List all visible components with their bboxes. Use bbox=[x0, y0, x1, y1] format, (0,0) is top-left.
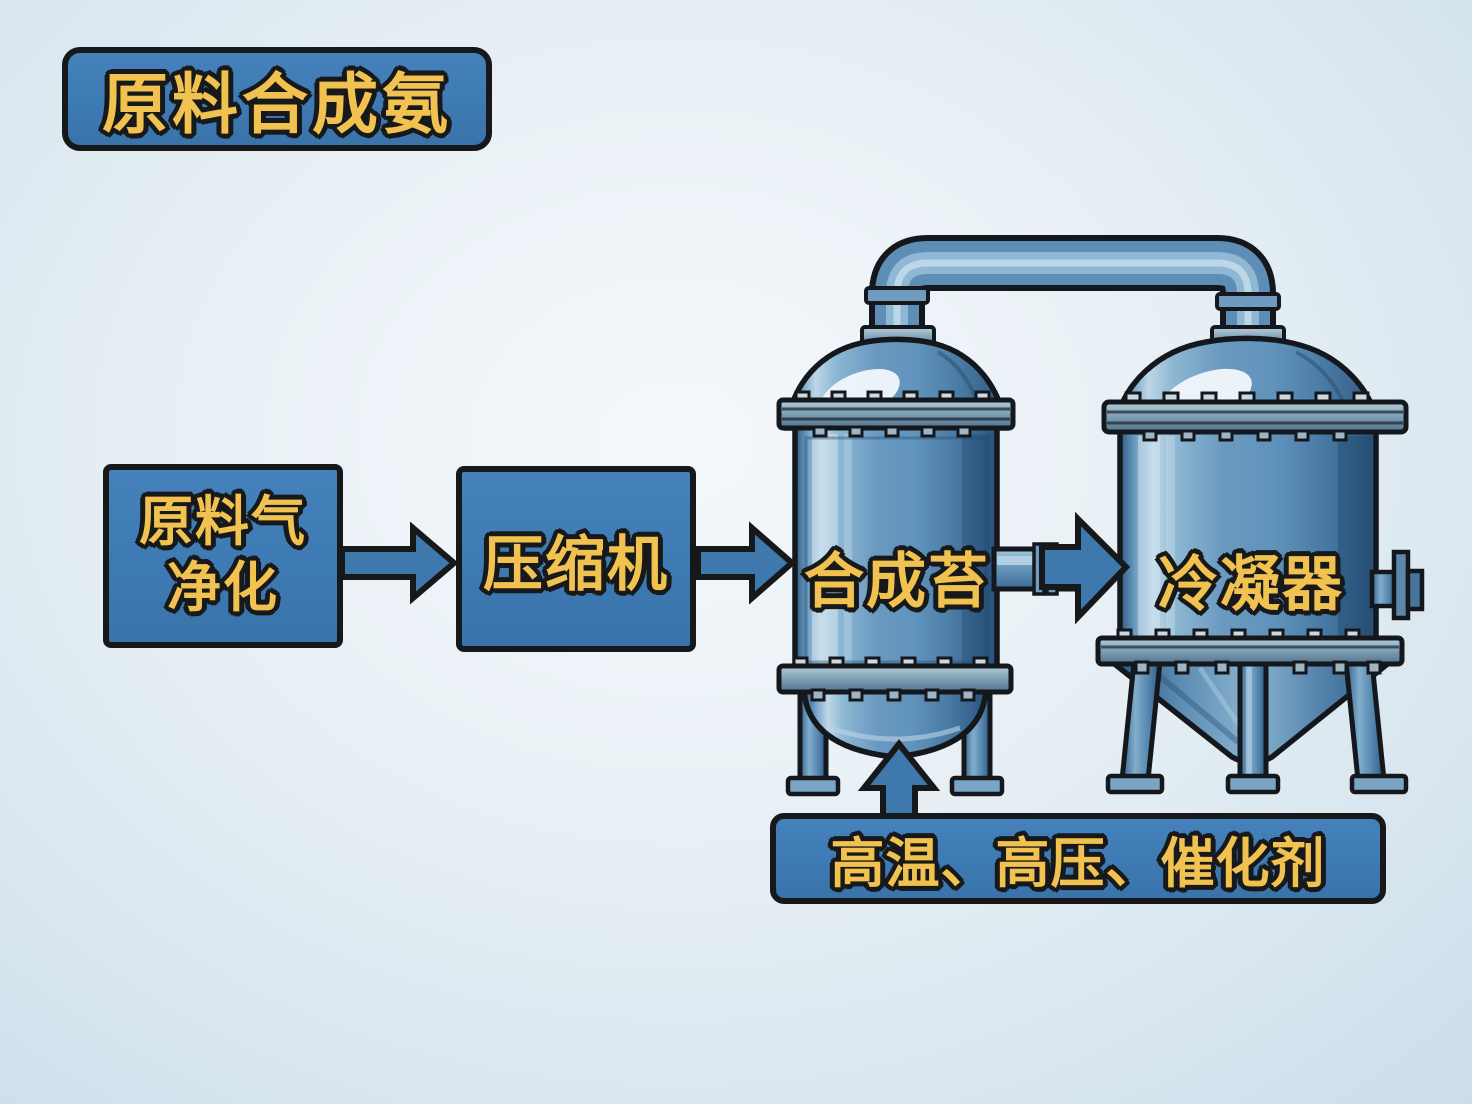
step-label: 原料气 净化 bbox=[139, 492, 307, 618]
side-nozzle bbox=[1369, 549, 1425, 621]
bottom-flange bbox=[776, 656, 1014, 702]
flow-arrow-1 bbox=[339, 521, 459, 605]
condenser-label: 冷凝器 bbox=[1158, 551, 1344, 618]
step-label: 压缩机 bbox=[483, 530, 669, 598]
condenser-top-flange bbox=[1101, 391, 1409, 442]
condenser-tank bbox=[1095, 335, 1425, 795]
top-flange bbox=[776, 390, 1016, 438]
synthesis-tower-label: 合成苔 bbox=[804, 548, 990, 615]
synthesis-tower-tank bbox=[776, 336, 1016, 797]
step-box-compressor: 压缩机 bbox=[456, 466, 696, 652]
step-box-gas-purification: 原料气 净化 bbox=[103, 464, 343, 648]
condition-box: 高温、高压、催化剂 bbox=[770, 813, 1386, 904]
page-title: 原料合成氨 bbox=[102, 67, 452, 141]
flow-arrow-3 bbox=[1039, 511, 1131, 625]
condition-label: 高温、高压、催化剂 bbox=[830, 834, 1326, 894]
bottom-outlet-pipe bbox=[1225, 659, 1281, 795]
flow-arrow-2 bbox=[695, 521, 797, 605]
title-badge: 原料合成氨 bbox=[62, 47, 492, 151]
condenser-bottom-flange bbox=[1095, 628, 1405, 675]
